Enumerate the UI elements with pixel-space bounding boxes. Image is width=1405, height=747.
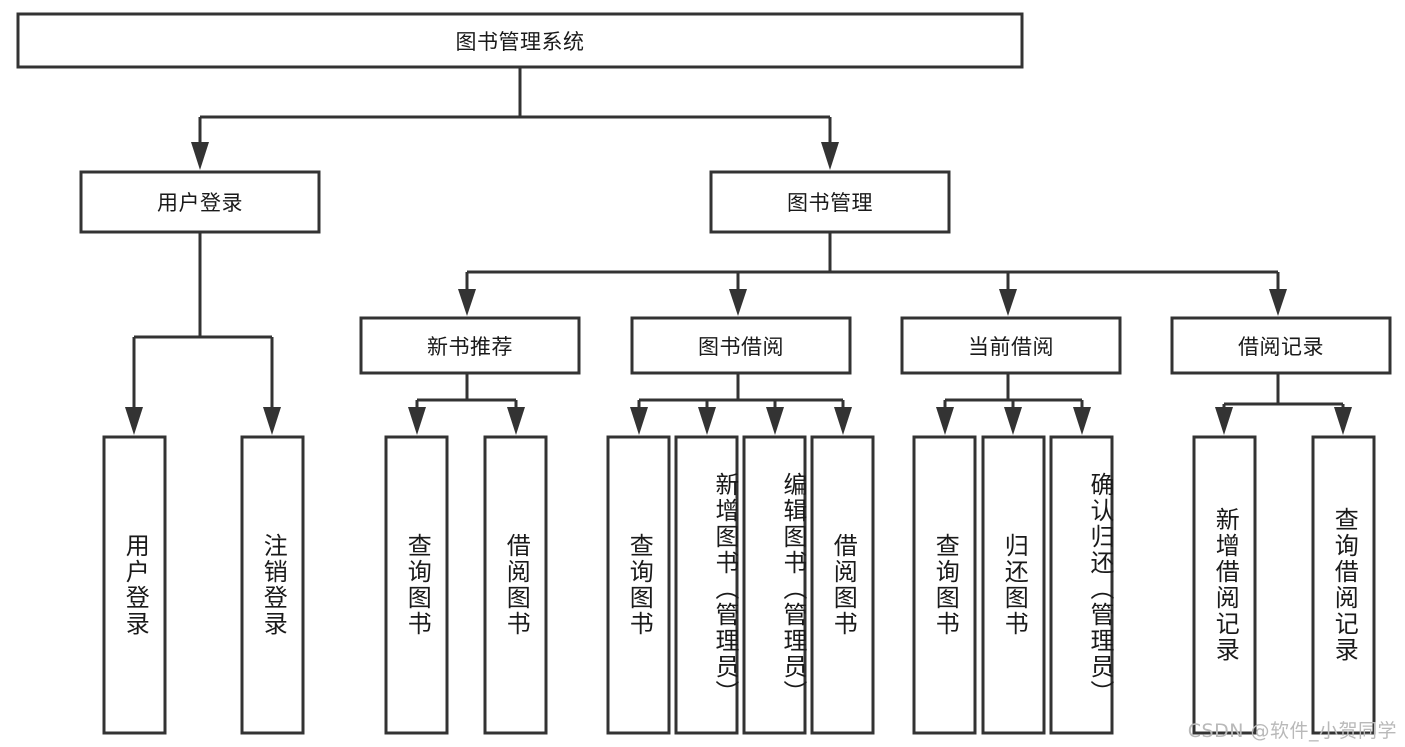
arrow-head-leaf-borrow-book-1 (507, 407, 525, 435)
node-box-leaf-query-book-3[interactable] (912, 435, 977, 735)
arrow-head-user-login (191, 142, 209, 170)
node-box-leaf-query-book-1[interactable] (384, 435, 449, 735)
node-box-book-borrow[interactable] (630, 316, 852, 375)
node-box-leaf-user-login[interactable] (102, 435, 167, 735)
node-box-current-borrow[interactable] (900, 316, 1122, 375)
node-box-leaf-query-book-2[interactable] (606, 435, 671, 735)
node-box-leaf-confirm-return[interactable] (1049, 435, 1114, 735)
arrow-head-current-borrow (999, 289, 1017, 316)
arrow-head-book-borrow (729, 289, 747, 316)
arrow-head-leaf-add-borrow-record (1215, 407, 1233, 435)
watermark-text: CSDN @软件_小贺同学 (1187, 720, 1397, 742)
node-box-leaf-borrow-book-2[interactable] (810, 435, 875, 735)
arrow-head-leaf-query-book-2 (630, 407, 648, 435)
node-box-root[interactable] (16, 12, 1024, 69)
arrow-head-leaf-query-book-3 (936, 407, 954, 435)
arrow-head-leaf-user-login (125, 407, 143, 435)
arrow-head-leaf-edit-book (766, 407, 784, 435)
arrow-head-leaf-user-logout (263, 407, 281, 435)
node-box-leaf-add-book[interactable] (674, 435, 739, 735)
arrow-head-leaf-add-book (698, 407, 716, 435)
node-box-leaf-add-borrow-record[interactable] (1192, 435, 1257, 735)
arrow-head-book-management (821, 142, 839, 170)
node-box-user-login[interactable] (79, 170, 321, 234)
arrow-head-leaf-query-borrow-record (1334, 407, 1352, 435)
arrow-head-leaf-confirm-return (1073, 407, 1091, 435)
node-box-new-book-recommend[interactable] (359, 316, 581, 375)
node-box-leaf-query-borrow-record[interactable] (1311, 435, 1376, 735)
node-box-leaf-edit-book[interactable] (742, 435, 807, 735)
arrow-head-leaf-borrow-book-2 (834, 407, 852, 435)
node-box-leaf-user-logout[interactable] (240, 435, 305, 735)
node-box-leaf-borrow-book-1[interactable] (483, 435, 548, 735)
node-box-book-management[interactable] (709, 170, 951, 234)
node-box-leaf-return-book[interactable] (981, 435, 1046, 735)
arrow-head-leaf-return-book (1004, 407, 1022, 435)
arrow-head-new-book-recommend (458, 289, 476, 316)
arrow-head-leaf-query-book-1 (408, 407, 426, 435)
arrow-head-borrow-record (1269, 289, 1287, 316)
node-box-borrow-record[interactable] (1170, 316, 1392, 375)
